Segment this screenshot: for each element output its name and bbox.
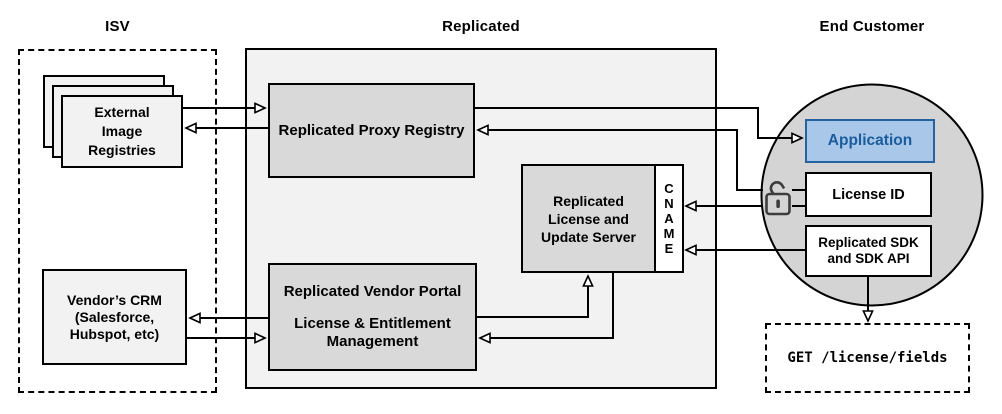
vendor-portal-subtitle-line: Management	[326, 333, 419, 350]
cname-letter: A	[664, 211, 674, 226]
vendor-portal-title: Replicated Vendor Portal	[283, 283, 462, 300]
edge-vendorportal-to-updateserver	[477, 276, 588, 318]
unlocked-padlock-icon	[765, 181, 791, 216]
external-image-registries-box: External Image Registries	[61, 95, 183, 168]
application-label: Application	[827, 132, 913, 149]
get-license-fields-box: GET /license/fields	[765, 323, 970, 393]
vendor-portal-box: Replicated Vendor Portal License & Entit…	[268, 263, 477, 371]
replicated-proxy-registry-box: Replicated Proxy Registry	[268, 83, 475, 178]
update-server-label-line: License and	[548, 210, 629, 227]
section-label-isv: ISV	[105, 18, 130, 35]
edge-updateserver-to-vendorportal	[480, 273, 614, 338]
cname-letter: N	[664, 196, 674, 211]
crm-label-line: (Salesforce,	[74, 308, 155, 325]
edge-proxy-to-application	[475, 107, 802, 138]
sdk-label-line: and SDK API	[827, 251, 910, 266]
crm-label-line: Vendor’s CRM	[67, 291, 162, 308]
vendor-portal-subtitle-line: License & Entitlement	[294, 315, 451, 332]
sdk-label-line: Replicated SDK	[818, 235, 919, 250]
registries-label-line: Registries	[88, 142, 156, 158]
cname-letter: E	[664, 241, 674, 256]
registries-label-line: External	[94, 104, 150, 120]
get-license-fields-label: GET /license/fields	[787, 350, 948, 366]
registries-label-line: Image	[101, 123, 143, 139]
update-server-label-line: Replicated	[553, 192, 624, 209]
section-label-end-customer: End Customer	[819, 18, 925, 35]
cname-letter: M	[663, 226, 675, 241]
application-box: Application	[805, 119, 935, 163]
crm-label-line: Hubspot, etc)	[69, 325, 160, 342]
section-label-replicated: Replicated	[442, 18, 520, 35]
edge-licenseid-to-proxy	[478, 130, 763, 191]
proxy-registry-label: Replicated Proxy Registry	[278, 122, 465, 139]
cname-letter: C	[664, 181, 674, 196]
license-update-server-box: Replicated License and Update Server	[521, 164, 656, 273]
replicated-sdk-box: Replicated SDK and SDK API	[805, 225, 932, 277]
license-id-box: License ID	[805, 172, 932, 217]
license-id-label: License ID	[832, 186, 905, 203]
update-server-label-line: Update Server	[541, 228, 636, 245]
vendors-crm-box: Vendor’s CRM (Salesforce, Hubspot, etc)	[42, 269, 187, 365]
cname-strip: C N A M E	[654, 164, 684, 273]
